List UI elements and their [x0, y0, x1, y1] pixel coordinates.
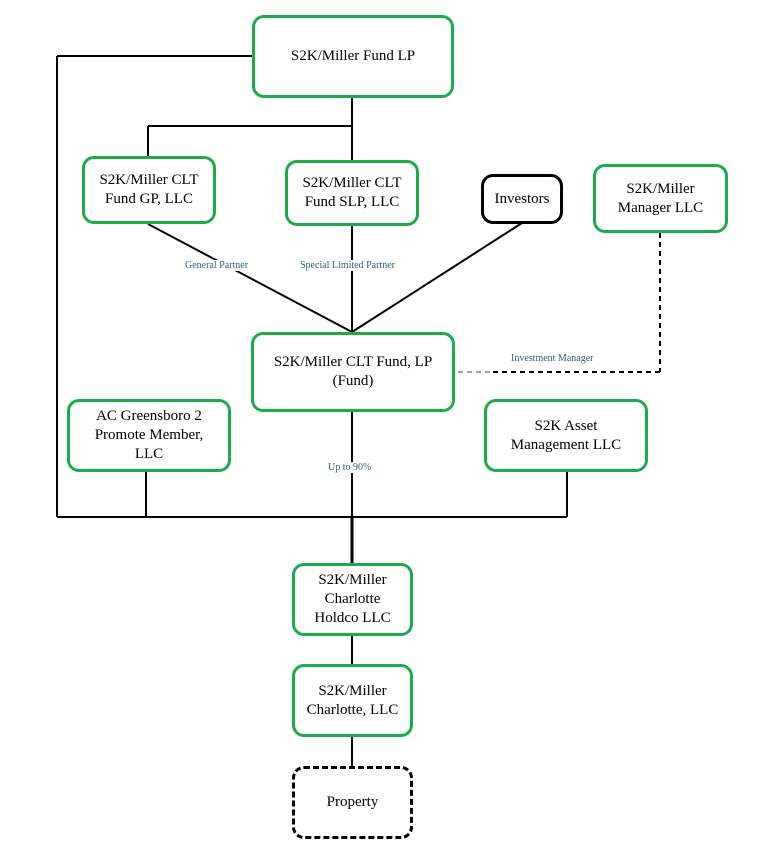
entity-clt-fund: S2K/Miller CLT Fund, LP (Fund) — [251, 332, 455, 412]
entity-manager: S2K/Miller Manager LLC — [593, 164, 728, 233]
entity-charlotte-llc: S2K/Miller Charlotte, LLC — [292, 664, 413, 737]
label-special-limited-partner: Special Limited Partner — [298, 260, 397, 271]
entity-charlotte-holdco: S2K/Miller Charlotte Holdco LLC — [292, 563, 413, 636]
entity-fund-lp: S2K/Miller Fund LP — [252, 15, 454, 98]
entity-property: Property — [292, 766, 413, 839]
connector-investors-to-fund — [351, 222, 523, 333]
connector-gp-to-fund — [147, 223, 353, 333]
entity-clt-gp: S2K/Miller CLT Fund GP, LLC — [82, 156, 216, 224]
label-investment-manager: Investment Manager — [509, 353, 596, 364]
label-general-partner: General Partner — [183, 260, 251, 271]
entity-investors: Investors — [481, 174, 563, 224]
entity-clt-slp: S2K/Miller CLT Fund SLP, LLC — [285, 160, 419, 226]
label-ownership-percent: Up to 90% — [326, 462, 374, 473]
entity-asset-management: S2K Asset Management LLC — [484, 399, 648, 472]
entity-ac-greensboro: AC Greensboro 2 Promote Member, LLC — [67, 399, 231, 472]
